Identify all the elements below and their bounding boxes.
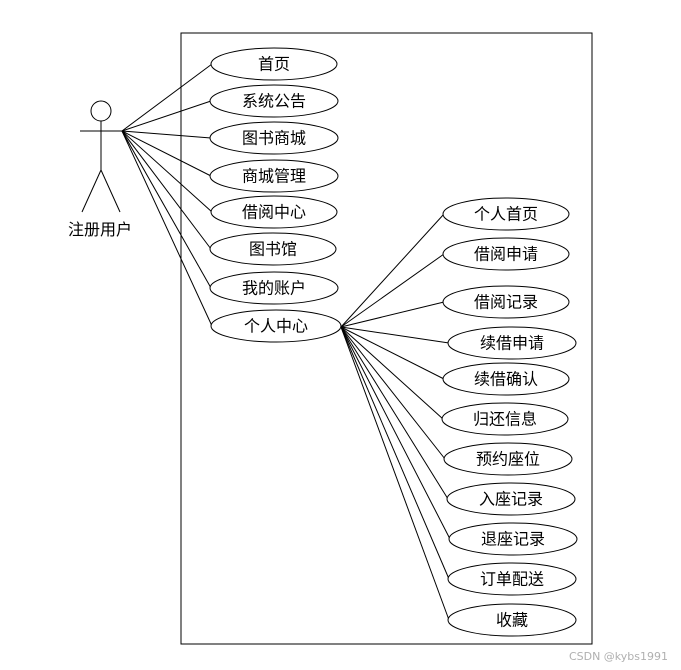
association-line [121, 100, 212, 132]
sub-use-case[interactable]: 退座记录 [448, 522, 578, 556]
system-boundary [180, 32, 593, 645]
use-case-label: 图书商城 [242, 129, 306, 148]
use-case-ellipse [209, 159, 339, 193]
sub-use-case-label: 入座记录 [479, 490, 543, 509]
association-line [121, 63, 213, 132]
sub-use-case-label: 个人首页 [474, 205, 538, 224]
include-line [340, 326, 444, 420]
sub-use-case-label: 借阅申请 [474, 245, 538, 264]
sub-use-case[interactable]: 预约座位 [443, 442, 573, 476]
use-case-ellipse [210, 47, 338, 81]
sub-use-case[interactable]: 续借确认 [442, 362, 570, 396]
association-line [121, 130, 212, 250]
sub-use-case[interactable]: 借阅申请 [442, 237, 570, 271]
include-line [340, 301, 445, 328]
use-case-ellipse [209, 84, 339, 118]
actor-left-leg [81, 169, 102, 213]
use-case[interactable]: 个人中心 [210, 309, 342, 343]
use-case[interactable]: 商城管理 [209, 159, 339, 193]
sub-use-case[interactable]: 订单配送 [447, 562, 577, 596]
actor-label: 注册用户 [68, 220, 132, 239]
actor-head [90, 100, 112, 122]
use-case[interactable]: 借阅中心 [210, 195, 338, 229]
sub-use-case-ellipse [443, 442, 573, 476]
sub-use-case-label: 订单配送 [480, 570, 544, 589]
sub-use-case-label: 续借申请 [480, 334, 544, 353]
sub-use-case-ellipse [447, 562, 577, 596]
watermark: CSDN @kybs1991 [569, 650, 668, 663]
sub-use-case-ellipse [447, 603, 577, 637]
sub-use-case-ellipse [447, 326, 577, 360]
use-case[interactable]: 我的账户 [209, 271, 339, 305]
sub-use-case[interactable]: 归还信息 [441, 402, 569, 436]
sub-use-case[interactable]: 续借申请 [447, 326, 577, 360]
sub-use-case-label: 退座记录 [481, 530, 545, 549]
sub-use-case-ellipse [442, 362, 570, 396]
association-lines [121, 63, 451, 621]
use-case-label: 商城管理 [242, 167, 306, 186]
use-case[interactable]: 系统公告 [209, 84, 339, 118]
actor-right-leg [100, 169, 121, 213]
use-case-ellipse [209, 232, 337, 266]
include-line [340, 326, 445, 380]
association-line [121, 130, 213, 327]
include-line [340, 326, 450, 344]
use-case-label: 首页 [258, 55, 290, 74]
sub-use-case-ellipse [442, 197, 570, 231]
use-case-ellipse [210, 195, 338, 229]
sub-use-case[interactable]: 借阅记录 [442, 285, 570, 319]
sub-use-case-ellipse [446, 482, 576, 516]
association-line [121, 130, 213, 213]
include-line [340, 326, 450, 621]
sub-use-cases: 个人首页借阅申请借阅记录续借申请续借确认归还信息预约座位入座记录退座记录订单配送… [441, 197, 578, 637]
include-line [340, 326, 450, 580]
use-case-ellipse [210, 309, 342, 343]
use-case-ellipse [209, 121, 339, 155]
include-line [340, 213, 445, 328]
use-case-label: 图书馆 [249, 240, 297, 259]
include-line [340, 326, 449, 500]
sub-use-case[interactable]: 个人首页 [442, 197, 570, 231]
sub-use-case-ellipse [442, 285, 570, 319]
sub-use-case-label: 借阅记录 [474, 293, 538, 312]
association-line [121, 130, 212, 139]
sub-use-case-ellipse [448, 522, 578, 556]
use-case-label: 借阅中心 [242, 203, 306, 222]
sub-use-case-label: 收藏 [496, 611, 528, 630]
sub-use-case-ellipse [441, 402, 569, 436]
include-line [340, 326, 451, 540]
sub-use-case[interactable]: 收藏 [447, 603, 577, 637]
sub-use-case-label: 预约座位 [476, 450, 540, 469]
use-case[interactable]: 图书馆 [209, 232, 337, 266]
sub-use-case-label: 归还信息 [473, 410, 537, 429]
association-line [121, 130, 212, 177]
actor-figure [80, 100, 122, 213]
association-line [121, 130, 212, 289]
sub-use-case[interactable]: 入座记录 [446, 482, 576, 516]
use-case-label: 个人中心 [244, 317, 308, 336]
include-line [340, 326, 446, 460]
use-case-label: 我的账户 [242, 279, 306, 298]
sub-use-case-label: 续借确认 [474, 370, 538, 389]
use-case-ellipse [209, 271, 339, 305]
use-case[interactable]: 图书商城 [209, 121, 339, 155]
use-case[interactable]: 首页 [210, 47, 338, 81]
use-case-label: 系统公告 [242, 92, 306, 111]
include-line [340, 253, 445, 328]
sub-use-case-ellipse [442, 237, 570, 271]
